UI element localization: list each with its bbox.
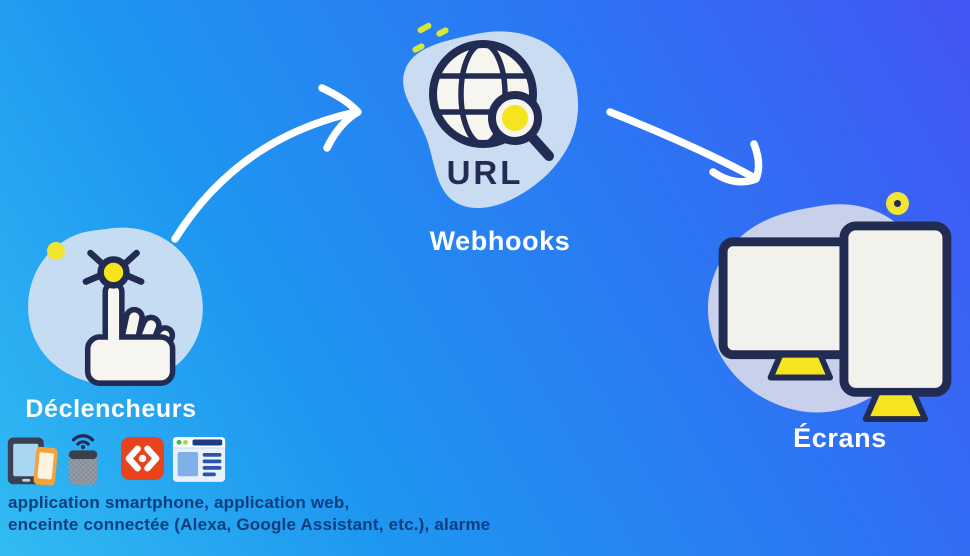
- url-text: URL: [447, 154, 524, 191]
- dual-screens-icon: [718, 221, 952, 423]
- arrow-triggers-to-webhooks-icon: [171, 84, 362, 243]
- webhooks-label: Webhooks: [429, 226, 571, 256]
- triggers-label: Déclencheurs: [25, 395, 197, 423]
- arrow-webhooks-to-screens-icon: [606, 108, 763, 186]
- triggers-caption-line-1: application smartphone, application web,: [8, 493, 350, 512]
- triggers-sparkle-dot: [47, 242, 65, 260]
- screens-label: Écrans: [793, 423, 887, 453]
- screens-sparkle-donut: [886, 192, 909, 215]
- globe-url-search-icon: URL: [429, 40, 554, 191]
- hand-press-button-icon: [82, 249, 176, 386]
- webhook-code-icon: [120, 436, 165, 481]
- connected-speaker-icon: [68, 434, 98, 485]
- portrait-monitor-icon: [839, 221, 952, 397]
- triggers-caption-line-2: enceinte connectée (Alexa, Google Assist…: [8, 515, 491, 534]
- triggers-caption: application smartphone, application web,…: [8, 492, 490, 536]
- web-browser-icon: [172, 437, 226, 482]
- screens-sparkle-core: [894, 200, 901, 207]
- tablet-and-smartphone-icon: [7, 437, 58, 486]
